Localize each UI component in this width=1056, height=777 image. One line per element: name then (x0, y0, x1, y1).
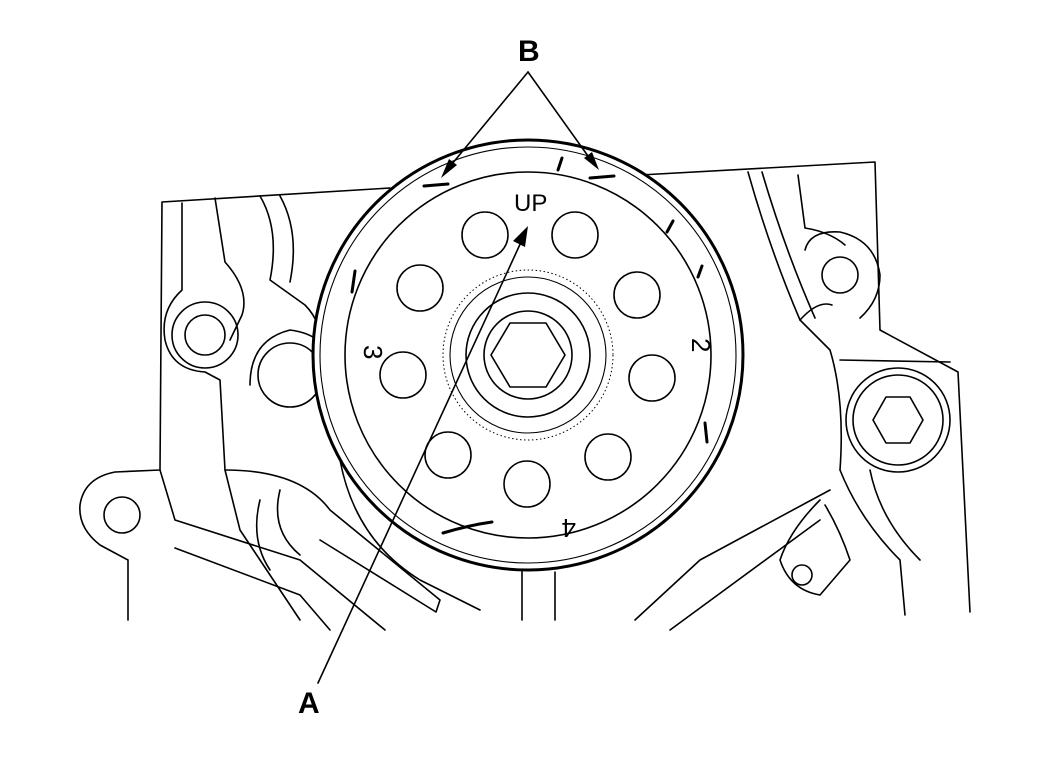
callout-b-right-arrowhead (584, 152, 599, 170)
cylinder-head-casting (79, 161, 971, 631)
camshaft-pulley: UP 3 2 4 (311, 138, 745, 572)
center-bolt-hex (490, 322, 566, 388)
cylinder-mark-3: 3 (358, 345, 388, 359)
up-mark: UP (514, 190, 547, 217)
callout-b-left-arrowhead (441, 159, 457, 178)
leader-lines (317, 71, 599, 684)
cylinder-mark-4: 4 (562, 513, 576, 543)
callout-label-a: A (298, 687, 320, 720)
pulley-holes (379, 211, 676, 508)
cylinder-mark-2: 2 (686, 338, 716, 352)
timing-marks (350, 156, 709, 535)
callout-a-arrowhead (513, 226, 528, 247)
callout-label-b: B (518, 35, 540, 68)
